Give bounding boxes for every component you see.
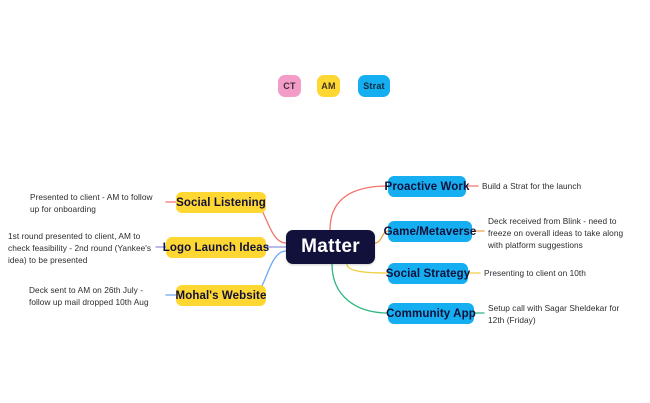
leaf-note-social-strategy[interactable]: Presenting to client on 10th — [484, 268, 586, 278]
branch-node-social-listening[interactable]: Social Listening — [176, 192, 266, 213]
edge-root-community-app — [331, 263, 389, 314]
branch-node-proactive-work-label: Proactive Work — [384, 180, 470, 193]
leaf-note-social-listening[interactable]: Presented to client - AM to follow up fo… — [30, 192, 153, 214]
branch-node-game-metaverse[interactable]: Game/Metaverse — [384, 221, 476, 242]
leaf-note-logo-launch-ideas[interactable]: 1st round presented to client, AM to che… — [8, 231, 152, 265]
tag-node-am[interactable]: AM — [317, 75, 340, 97]
tag-node-am-label: AM — [321, 81, 336, 91]
branch-node-social-listening-label: Social Listening — [176, 196, 266, 209]
tag-node-ct[interactable]: CT — [278, 75, 301, 97]
root-node-label: Matter — [301, 236, 360, 257]
branch-node-mohals-website[interactable]: Mohal's Website — [176, 285, 266, 306]
branch-node-community-app-label: Community App — [386, 307, 476, 320]
branch-node-logo-launch-ideas-label: Logo Launch Ideas — [162, 241, 270, 254]
tag-node-strat[interactable]: Strat — [358, 75, 390, 97]
branch-node-social-strategy[interactable]: Social Strategy — [385, 263, 471, 284]
edge-root-proactive-work — [329, 185, 389, 231]
tag-node-strat-label: Strat — [363, 81, 385, 91]
tag-node-ct-label: CT — [283, 81, 296, 91]
branch-node-community-app[interactable]: Community App — [386, 303, 476, 324]
leaf-note-mohals-website[interactable]: Deck sent to AM on 26th July - follow up… — [29, 285, 149, 307]
leaf-note-game-metaverse[interactable]: Deck received from Blink - need to freez… — [488, 216, 624, 250]
leaf-note-community-app[interactable]: Setup call with Sagar Sheldekar for 12th… — [488, 303, 620, 325]
branch-node-mohals-website-label: Mohal's Website — [175, 289, 267, 302]
edge-root-social-strategy — [346, 263, 389, 274]
branch-node-social-strategy-label: Social Strategy — [385, 267, 471, 280]
root-node-matter[interactable]: Matter — [286, 230, 375, 264]
leaf-note-proactive-work[interactable]: Build a Strat for the launch — [482, 181, 582, 191]
branch-node-proactive-work[interactable]: Proactive Work — [385, 176, 469, 197]
branch-node-game-metaverse-label: Game/Metaverse — [383, 225, 477, 238]
branch-node-logo-launch-ideas[interactable]: Logo Launch Ideas — [163, 237, 269, 258]
